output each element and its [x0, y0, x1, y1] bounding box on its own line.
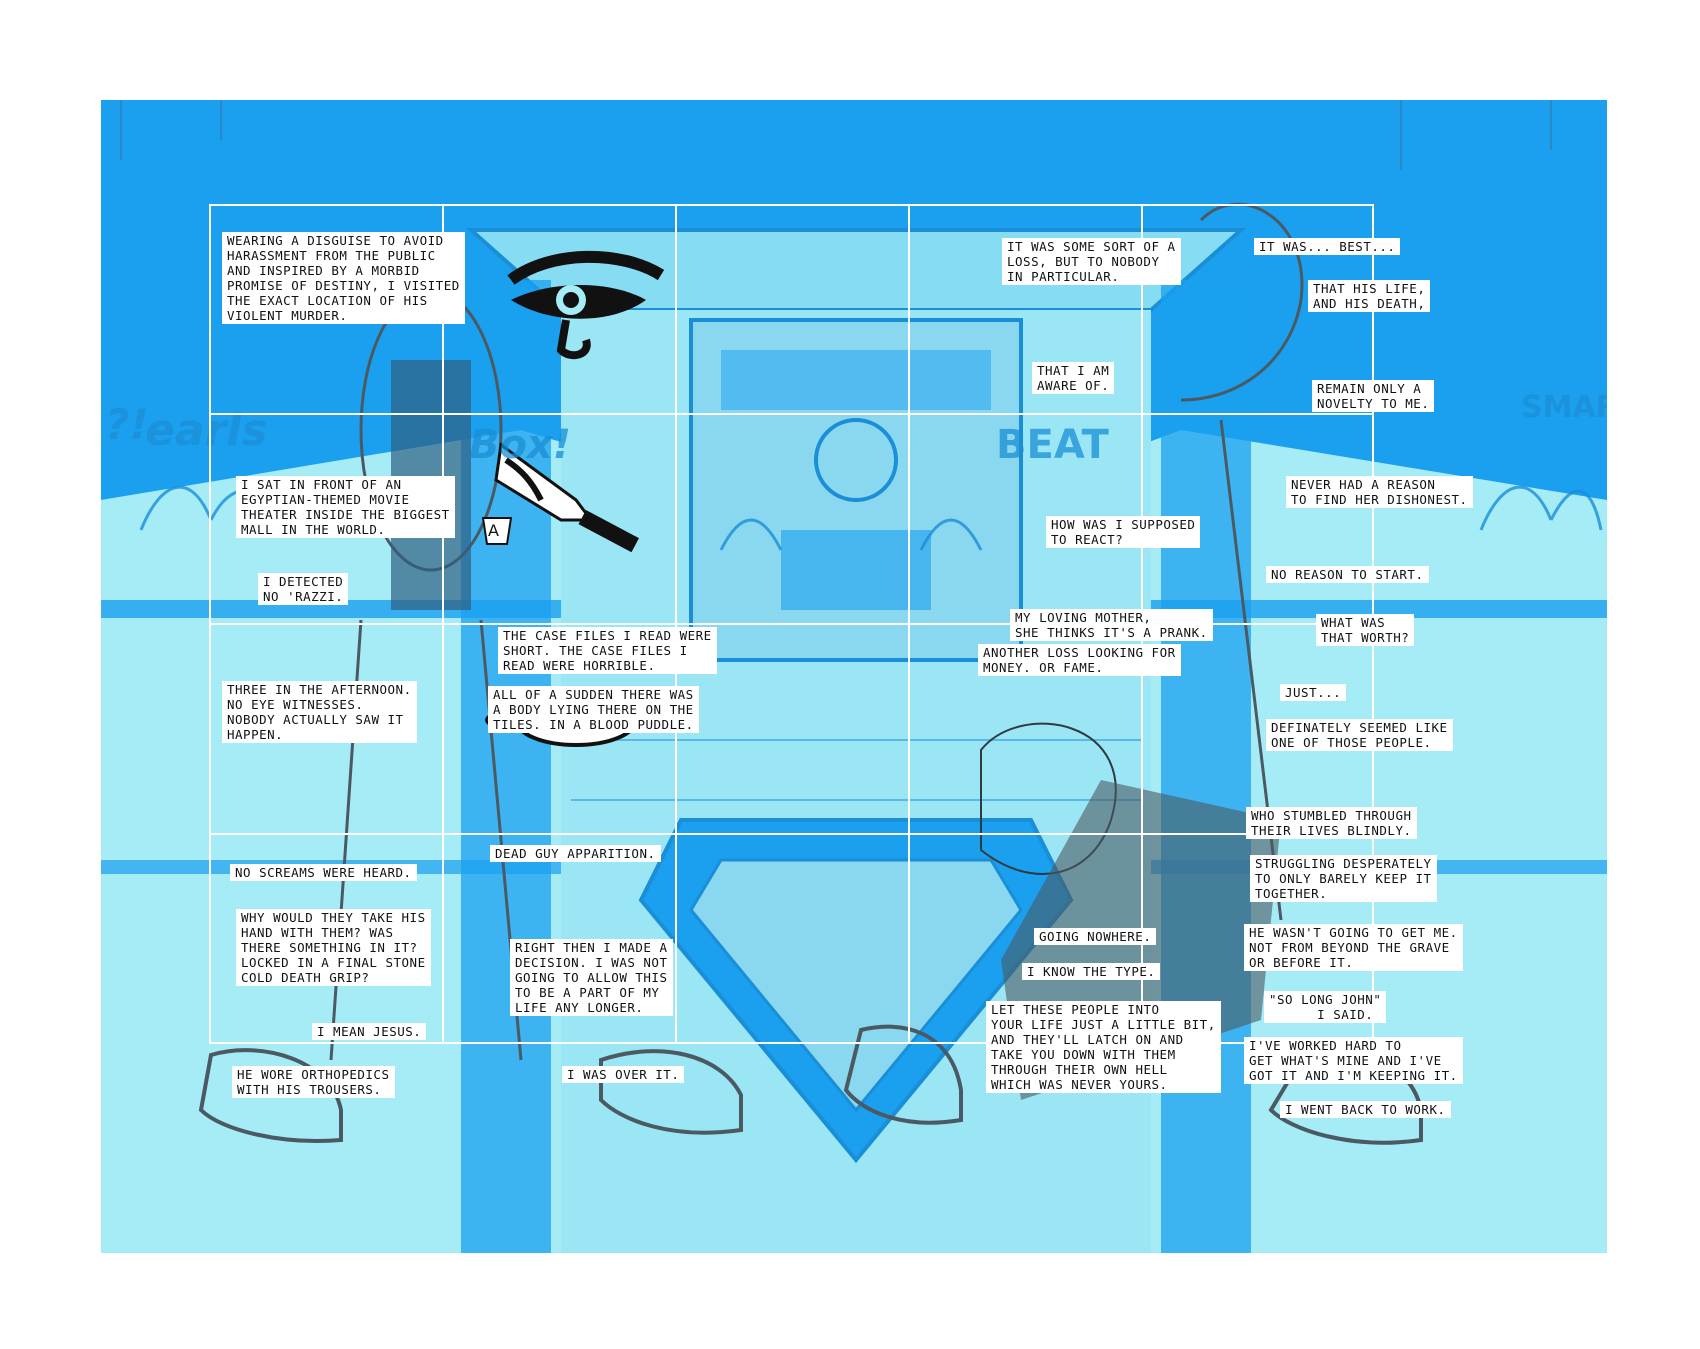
evidence-marker: A	[488, 521, 499, 540]
sign-box: Box!	[469, 422, 572, 468]
panel-border	[209, 833, 1374, 835]
loafer-shoe-icon	[198, 1048, 343, 1143]
caption: What was that worth?	[1316, 614, 1415, 646]
sign-pearls-exclaim: ?!	[105, 400, 149, 449]
caption: I detected no 'razzi.	[258, 573, 349, 605]
caption: Just...	[1280, 684, 1347, 701]
eye-of-horus-icon	[507, 250, 665, 360]
caption: Remain only a novelty to me.	[1312, 380, 1435, 412]
caption: I was over it.	[562, 1066, 685, 1083]
caption: Wearing a disguise to avoid harassment f…	[222, 232, 465, 324]
caption: Another loss looking for money. Or fame.	[978, 644, 1181, 676]
caption: Never had a reason to find her dishonest…	[1286, 476, 1473, 508]
caption: Dead guy apparition.	[490, 845, 661, 862]
caption: Right then I made a decision. I was not …	[510, 939, 673, 1016]
panel-border	[209, 623, 1374, 625]
caption: How was I supposed to react?	[1046, 516, 1201, 548]
caption: "So long John" I said.	[1264, 991, 1387, 1023]
caption: Why would they take his hand with them? …	[236, 909, 431, 986]
caption: I mean Jesus.	[312, 1023, 427, 1040]
caption: I sat in front of an Egyptian-themed mov…	[236, 476, 455, 538]
panel-border	[209, 413, 1374, 415]
caption: No screams were heard.	[230, 864, 417, 881]
panel-border	[442, 204, 444, 1044]
caption: Who stumbled through their lives blindly…	[1246, 807, 1417, 839]
sign-smart: SMAR	[1521, 390, 1607, 425]
knife-icon	[494, 442, 639, 553]
caption: I went back to work.	[1280, 1101, 1451, 1118]
caption: Going nowhere.	[1034, 928, 1157, 945]
caption: It was... best...	[1254, 238, 1401, 255]
caption: He wasn't going to get me. Not from beyo…	[1244, 924, 1463, 971]
caption: I know the type.	[1022, 963, 1161, 980]
caption: The case files I read were short. The ca…	[498, 627, 717, 674]
mall-illustration	[101, 100, 1607, 1253]
caption: My loving mother, she thinks it's a pran…	[1010, 609, 1213, 641]
caption: Struggling desperately to only barely ke…	[1250, 855, 1437, 902]
caption: I've worked hard to get what's mine and …	[1244, 1037, 1463, 1084]
caption: Three in the afternoon. No eye witnesses…	[222, 681, 417, 743]
caption: Let these people into your life just a l…	[986, 1001, 1221, 1093]
caption: Definately seemed like one of those peop…	[1266, 719, 1453, 751]
panel-border	[908, 204, 910, 1044]
caption: It was some sort of a loss, but to nobod…	[1002, 238, 1181, 285]
panel-border	[675, 204, 677, 1044]
panel-border	[209, 1042, 1374, 1044]
caption: That his life, and his death,	[1308, 280, 1431, 312]
caption: All of a sudden there was a body lying t…	[488, 686, 699, 733]
caption: No reason to start.	[1266, 566, 1429, 583]
panel-border	[209, 204, 1374, 206]
caption: That I am aware of.	[1032, 362, 1115, 394]
panel-border	[209, 204, 211, 1044]
sign-beat: BEAT	[996, 422, 1109, 468]
caption: He wore orthopedics with his trousers.	[232, 1066, 395, 1098]
